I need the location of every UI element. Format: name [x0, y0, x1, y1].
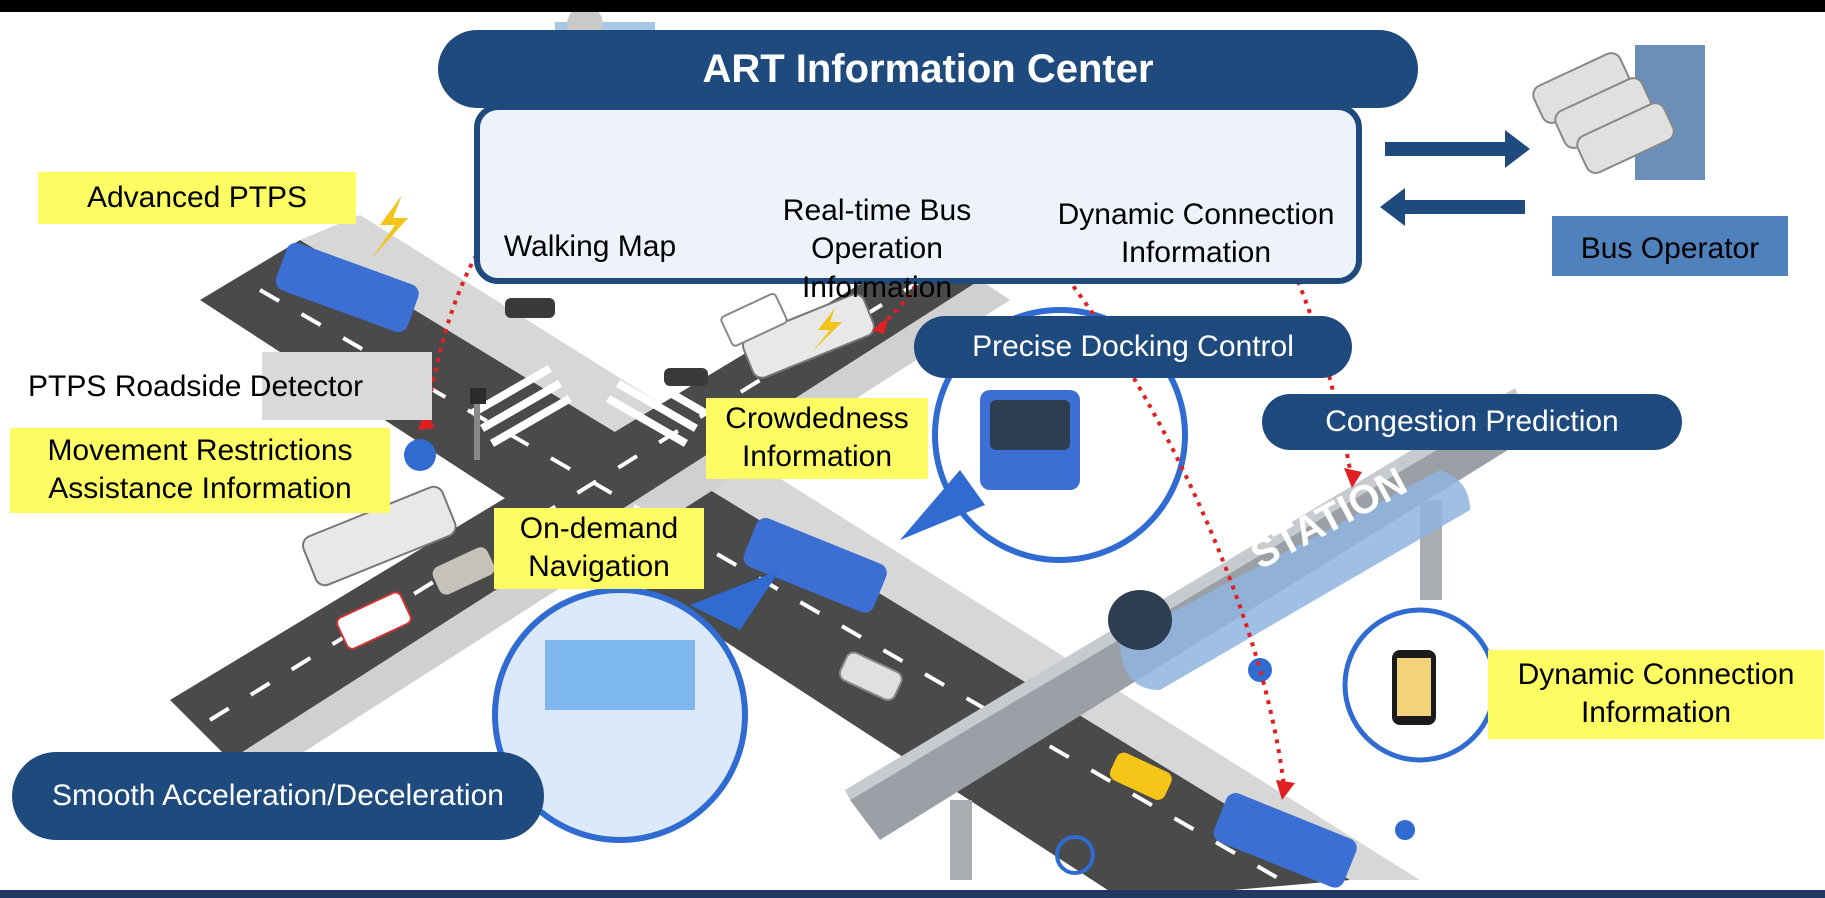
walking-map-label: Walking Map — [503, 230, 677, 263]
bus-icon — [743, 518, 887, 613]
roadside-detector-label: PTPS Roadside Detector — [28, 370, 364, 403]
roadside-detector-bg — [262, 352, 432, 420]
interior-window — [545, 640, 695, 710]
signal-pole — [474, 400, 480, 460]
wheelchair-user-icon — [404, 439, 436, 471]
detector-icon — [470, 388, 486, 404]
congestion-prediction-pill: Congestion Prediction — [1262, 394, 1682, 450]
crosswalks — [470, 364, 708, 447]
interior-pointer — [690, 570, 780, 630]
car-icon — [838, 651, 903, 701]
taxi-icon — [1109, 752, 1172, 800]
station-tube — [1120, 470, 1470, 690]
bus-operator-box — [1552, 216, 1788, 276]
realtime-bus-operation-label: Real-time Bus Operation Information — [782, 194, 972, 304]
dynamic-connection-label: Dynamic Connection Information — [1057, 198, 1335, 270]
information-center-panel — [474, 104, 1362, 284]
dynamic-connection-phone-label: Dynamic Connection Information — [1488, 650, 1824, 739]
bottom-border — [0, 890, 1825, 898]
signal-bolt-icon — [812, 308, 842, 352]
children-icon — [1395, 820, 1415, 840]
pedestrian-icon — [1248, 658, 1272, 682]
truck-icon — [720, 292, 788, 347]
traffic-light-icon — [664, 368, 708, 386]
on-demand-navigation-label: On-demand Navigation — [494, 508, 704, 589]
smooth-acceleration-pill: Smooth Acceleration/Deceleration — [12, 752, 544, 840]
precise-docking-pill: Precise Docking Control — [914, 316, 1352, 378]
information-center-title: ART Information Center — [438, 30, 1418, 108]
movement-restrictions-label: Movement Restrictions Assistance Informa… — [10, 428, 390, 513]
cyclist-icon — [1055, 835, 1095, 875]
operator-bus-icon — [1576, 102, 1675, 174]
closeup-pointer — [900, 470, 985, 540]
bus-icon — [275, 242, 419, 333]
ambulance-icon — [335, 591, 412, 650]
bus-icon — [1213, 793, 1357, 888]
train-front — [1108, 590, 1172, 650]
exchange-arrows-icon — [1380, 130, 1530, 226]
road-main-sidewalk — [300, 215, 1420, 880]
closeup-bus-window — [990, 400, 1070, 450]
guideway-top — [845, 388, 1520, 800]
advanced-ptps-label: Advanced PTPS — [38, 172, 356, 224]
phone-screen — [1397, 658, 1431, 716]
bus-operator-label: Bus Operator — [1580, 232, 1760, 265]
top-border — [0, 0, 1825, 12]
car-icon — [432, 547, 495, 595]
traffic-light-icon — [505, 298, 555, 318]
bus-icon — [742, 293, 875, 379]
crowdedness-label: Crowdedness Information — [706, 398, 928, 479]
guideway-pillar — [950, 800, 972, 880]
